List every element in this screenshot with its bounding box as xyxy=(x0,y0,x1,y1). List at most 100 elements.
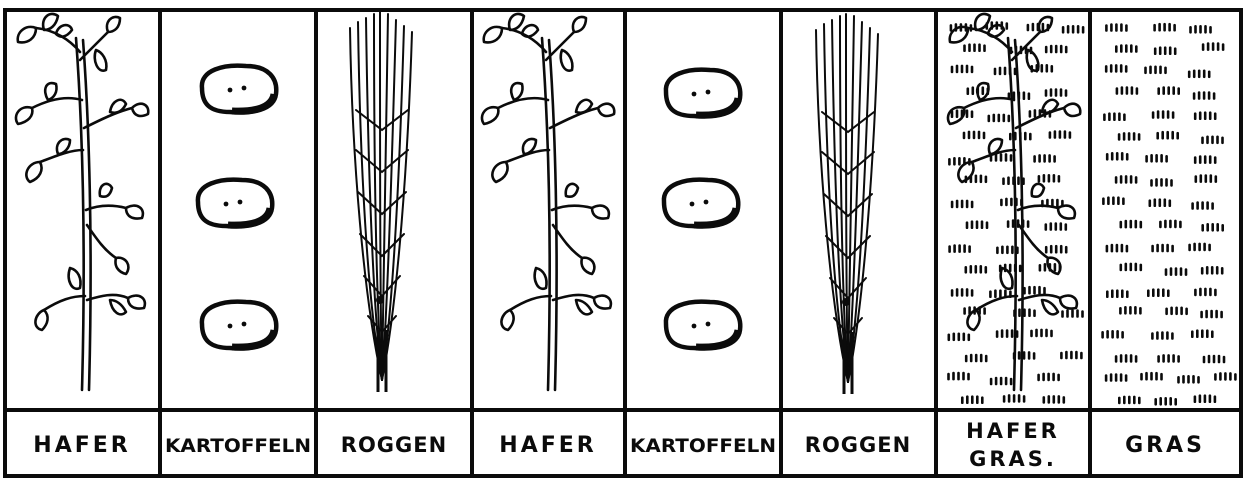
column-4-oats xyxy=(482,14,614,390)
label-col-7-line-2: GRAS. xyxy=(969,447,1057,471)
grass-tuft-icon xyxy=(1190,244,1210,250)
grass-tuft-icon xyxy=(1159,355,1179,361)
grass-tuft-icon xyxy=(1001,199,1021,205)
grass-tuft-icon xyxy=(1152,333,1172,339)
grass-tuft-icon xyxy=(1015,310,1035,316)
label-col-8: GRAS xyxy=(1125,433,1205,458)
grass-tuft-icon xyxy=(1014,352,1034,358)
grass-tuft-icon xyxy=(1107,291,1127,297)
grass-tuft-icon xyxy=(964,132,984,138)
grass-tuft-icon xyxy=(1159,88,1179,94)
grass-tuft-icon xyxy=(1063,26,1083,32)
grass-tuft-icon xyxy=(1116,46,1136,52)
grass-tuft-icon xyxy=(1046,90,1066,96)
grass-tuft-icon xyxy=(1121,221,1141,227)
grass-tuft-icon xyxy=(1147,155,1167,161)
grass-tuft-icon xyxy=(1203,137,1223,143)
column-2-potatoes xyxy=(198,66,276,349)
grass-tuft-icon xyxy=(1167,308,1187,314)
column-7-oats-grass xyxy=(948,14,1083,403)
oat-plant-icon xyxy=(482,14,614,390)
grass-tuft-icon xyxy=(1195,289,1215,295)
grass-tuft-icon xyxy=(1193,203,1213,209)
grass-tuft-icon xyxy=(1106,65,1126,71)
grass-tuft-icon xyxy=(1192,331,1212,337)
grass-tuft-icon xyxy=(1107,245,1127,251)
grass-tuft-icon xyxy=(952,66,972,72)
grass-tuft-icon xyxy=(1204,356,1224,362)
label-col-1: HAFER xyxy=(33,433,130,458)
grass-tuft-icon xyxy=(1155,24,1175,30)
potato-icon xyxy=(666,302,740,349)
grass-tuft-icon xyxy=(1119,397,1139,403)
grass-tuft-icon xyxy=(1179,376,1199,382)
label-col-4: HAFER xyxy=(499,433,596,458)
grass-tuft-icon xyxy=(1106,375,1126,381)
grass-tuft-icon xyxy=(1119,133,1139,139)
grass-tuft-icon xyxy=(1063,311,1083,317)
grass-tuft-icon xyxy=(1202,311,1222,317)
grass-tuft-icon xyxy=(967,222,987,228)
potato-icon xyxy=(202,66,276,113)
grass-tuft-icon xyxy=(1106,25,1126,31)
grass-tuft-icon xyxy=(1025,287,1045,293)
rye-ear-icon xyxy=(816,14,878,394)
grass-tuft-icon xyxy=(1196,176,1216,182)
grass-tuft-icon xyxy=(1061,352,1081,358)
column-5-potatoes xyxy=(664,70,740,349)
grass-tuft-icon xyxy=(1158,132,1178,138)
grass-tuft-icon xyxy=(1202,267,1222,273)
grass-tuft-icon xyxy=(1004,395,1024,401)
potato-icon xyxy=(198,180,272,227)
grass-tuft-icon xyxy=(1039,175,1059,181)
grid-frame xyxy=(5,10,1241,476)
grass-tuft-icon xyxy=(1150,200,1170,206)
grass-tuft-icon xyxy=(1203,224,1223,230)
column-1-oats xyxy=(16,14,148,390)
grass-tuft-icon xyxy=(1035,155,1055,161)
grass-tuft-icon xyxy=(966,266,986,272)
grass-tuft-icon xyxy=(1160,221,1180,227)
label-col-5: KARTOFFELN xyxy=(630,435,776,457)
grass-tuft-icon xyxy=(1044,396,1064,402)
grass-tuft-icon xyxy=(1103,198,1123,204)
grass-tuft-icon xyxy=(1046,46,1066,52)
grass-tuft-icon xyxy=(1104,114,1124,120)
column-6-rye xyxy=(816,14,878,394)
grass-tuft-icon xyxy=(1117,88,1137,94)
grass-tuft-icon xyxy=(950,246,970,252)
grass-tuft-icon xyxy=(989,115,1009,121)
grass-tuft-icon xyxy=(1194,93,1214,99)
grass-tuft-icon xyxy=(1142,373,1162,379)
grass-tuft-icon xyxy=(1050,132,1070,138)
grass-tuft-icon xyxy=(1046,224,1066,230)
grass-tuft-icon xyxy=(1032,330,1052,336)
grass-tuft-icon xyxy=(949,334,969,340)
labels-row: HAFER KARTOFFELN ROGGEN HAFER KARTOFFELN… xyxy=(33,419,1205,471)
grass-tuft-icon xyxy=(1153,245,1173,251)
grass-tuft-icon xyxy=(1153,112,1173,118)
grass-tuft-icon xyxy=(1039,374,1059,380)
grass-tuft-icon xyxy=(1120,307,1140,313)
grass-tuft-icon xyxy=(1107,153,1127,159)
label-col-2: KARTOFFELN xyxy=(165,435,311,457)
grass-tuft-icon xyxy=(1166,269,1186,275)
label-col-6: ROGGEN xyxy=(805,433,911,457)
grass-tuft-icon xyxy=(952,289,972,295)
grass-tuft-icon xyxy=(952,201,972,207)
grass-tuft-icon xyxy=(1146,67,1166,73)
grass-tuft-icon xyxy=(1121,264,1141,270)
label-col-3: ROGGEN xyxy=(341,433,447,457)
grass-tuft-icon xyxy=(1046,246,1066,252)
grass-tuft-icon xyxy=(1191,26,1211,32)
grass-tuft-icon xyxy=(1195,157,1215,163)
grass-tuft-icon xyxy=(966,355,986,361)
grass-tuft-icon xyxy=(1155,48,1175,54)
grass-tuft-icon xyxy=(1116,176,1136,182)
grass-tuft-icon xyxy=(949,373,969,379)
grass-tuft-icon xyxy=(962,397,982,403)
grass-tuft-icon xyxy=(1195,113,1215,119)
grass-tuft-icon xyxy=(1152,179,1172,185)
grass-tuft-icon xyxy=(1195,396,1215,402)
